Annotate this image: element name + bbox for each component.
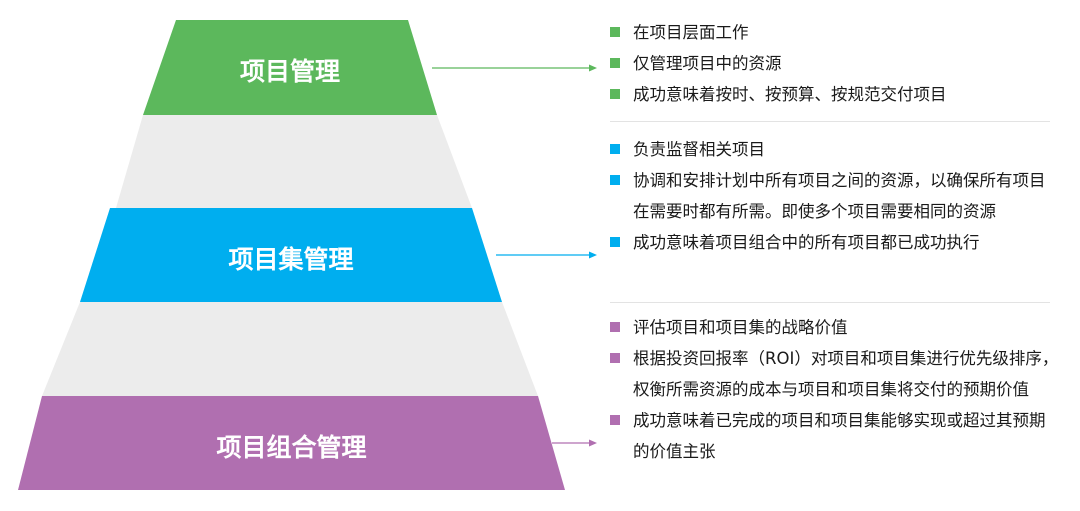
list-item: 成功意味着项目组合中的所有项目都已成功执行: [610, 227, 1060, 258]
list-item: 在项目层面工作: [610, 17, 1060, 48]
tier-shape-portfolio: [18, 396, 565, 490]
bullet-text: 成功意味着项目组合中的所有项目都已成功执行: [633, 233, 980, 252]
bullet-square-icon: [610, 89, 620, 99]
bullet-square-icon: [610, 27, 620, 37]
list-item: 负责监督相关项目: [610, 134, 1060, 165]
bullet-text: 在项目层面工作: [633, 23, 749, 42]
bullet-square-icon: [610, 353, 620, 363]
bullet-text: 仅管理项目中的资源: [633, 54, 782, 73]
list-item: 评估项目和项目集的战略价值: [610, 312, 1060, 343]
tier-title-project: 项目管理: [239, 57, 340, 86]
bullet-text: 负责监督相关项目: [633, 140, 765, 159]
tier-title-portfolio: 项目组合管理: [216, 433, 367, 462]
divider: [610, 302, 1050, 303]
bullet-list-portfolio: 评估项目和项目集的战略价值 根据投资回报率（ROI）对项目和项目集进行优先级排序…: [610, 312, 1060, 467]
bullet-text: 协调和安排计划中所有项目之间的资源，以确保所有项目在需要时都有所需。即使多个项目…: [633, 171, 1046, 221]
bullet-text: 根据投资回报率（ROI）对项目和项目集进行优先级排序，权衡所需资源的成本与项目和…: [633, 349, 1059, 399]
list-item: 根据投资回报率（ROI）对项目和项目集进行优先级排序，权衡所需资源的成本与项目和…: [610, 343, 1060, 405]
arrow-program: [496, 251, 597, 259]
bullet-square-icon: [610, 415, 620, 425]
bullet-square-icon: [610, 144, 620, 154]
arrow-project: [432, 64, 597, 72]
bullet-square-icon: [610, 58, 620, 68]
tier-shape-project: [143, 20, 437, 115]
connector-shadow-1: [116, 115, 472, 208]
bullet-square-icon: [610, 237, 620, 247]
connector-shadow-2: [42, 302, 538, 396]
tier-title-program: 项目集管理: [228, 245, 354, 274]
bullet-text: 成功意味着已完成的项目和项目集能够实现或超过其预期的价值主张: [633, 411, 1046, 461]
list-item: 仅管理项目中的资源: [610, 48, 1060, 79]
bullet-text: 评估项目和项目集的战略价值: [633, 318, 848, 337]
list-item: 成功意味着按时、按预算、按规范交付项目: [610, 79, 1060, 110]
bullet-list-program: 负责监督相关项目 协调和安排计划中所有项目之间的资源，以确保所有项目在需要时都有…: [610, 134, 1060, 258]
tier-shape-program: [80, 208, 502, 302]
divider: [610, 121, 1050, 122]
bullet-list-project: 在项目层面工作 仅管理项目中的资源 成功意味着按时、按预算、按规范交付项目: [610, 17, 1060, 110]
bullet-square-icon: [610, 322, 620, 332]
list-item: 成功意味着已完成的项目和项目集能够实现或超过其预期的价值主张: [610, 405, 1060, 467]
bullet-text: 成功意味着按时、按预算、按规范交付项目: [633, 85, 947, 104]
arrow-portfolio: [552, 439, 597, 447]
bullet-square-icon: [610, 175, 620, 185]
list-item: 协调和安排计划中所有项目之间的资源，以确保所有项目在需要时都有所需。即使多个项目…: [610, 165, 1060, 227]
